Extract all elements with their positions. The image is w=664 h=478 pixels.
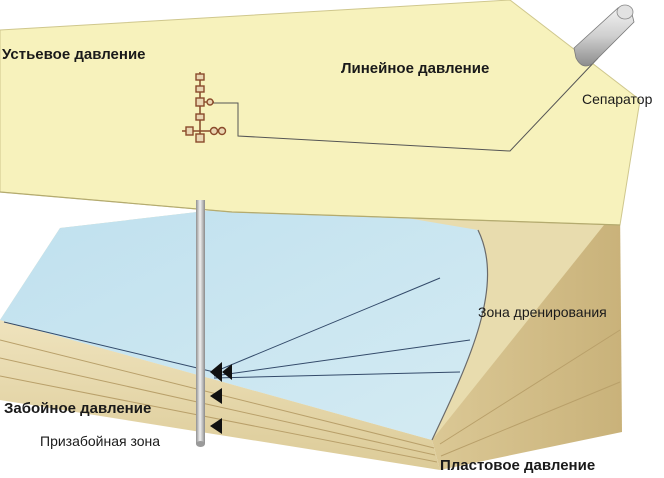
well-pipe-bottom (196, 441, 205, 447)
surface-plane-edge (0, 191, 621, 226)
flow-arrows (210, 362, 232, 434)
surface-plane (0, 0, 641, 226)
separator-label: Сепаратор (582, 91, 653, 107)
drainage-zone-label: Зона дренирования (478, 304, 607, 320)
bottomhole-pressure-label: Забойное давление (4, 400, 151, 417)
drainage-radial-lines (3, 277, 471, 379)
drainage-boundary (431, 229, 489, 441)
drainage-zone-surface (0, 200, 488, 440)
flow-arrow-icon (210, 362, 222, 382)
strata-lines (0, 329, 621, 463)
flowline (213, 57, 599, 152)
wellhead-pressure-label: Устьевое давление (2, 46, 146, 63)
near-wellbore-zone-label: Призабойная зона (40, 433, 160, 449)
wellhead-christmas-tree-icon (182, 72, 227, 143)
flow-arrow-icon (210, 418, 222, 434)
flow-arrow-icon (222, 364, 232, 380)
reservoir-side-face (432, 203, 622, 470)
flow-arrow-icon (210, 388, 222, 404)
reservoir-pressure-label: Пластовое давление (440, 457, 595, 474)
separator-icon (573, 4, 635, 67)
line-pressure-label: Линейное давление (341, 60, 489, 77)
well-pipe (196, 200, 205, 444)
